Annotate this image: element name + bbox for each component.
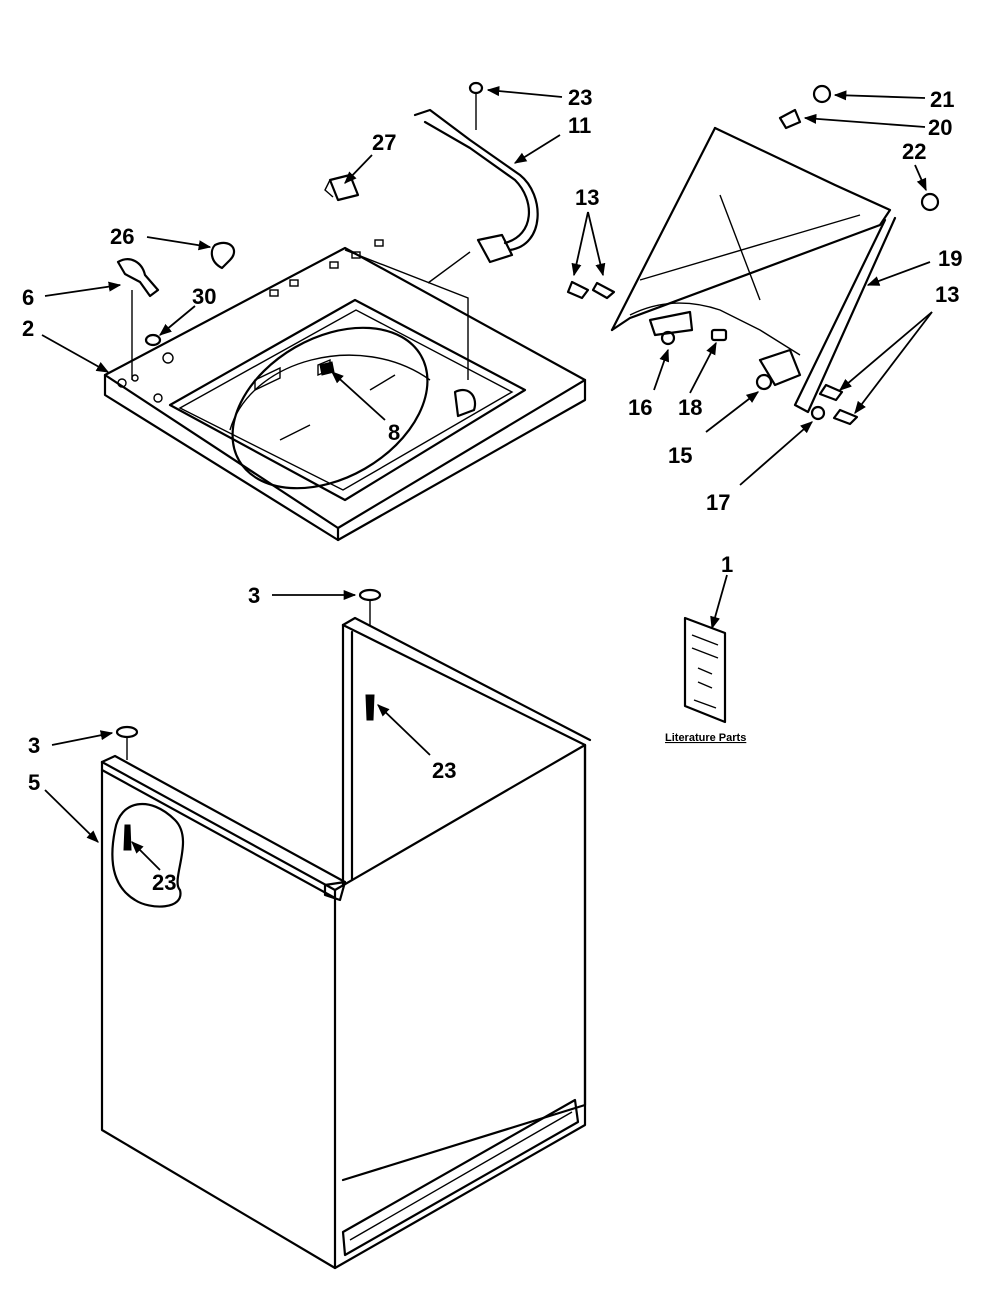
lid-assembly: [566, 84, 940, 426]
callout-3: 3: [28, 733, 40, 758]
callout-23: 23: [432, 758, 456, 783]
callout-6: 6: [22, 285, 34, 310]
leader-lines: [41, 86, 933, 871]
top-panel: [103, 239, 587, 542]
callout-15: 15: [668, 443, 692, 468]
cabinet: [100, 588, 592, 1270]
callout-23: 23: [152, 870, 176, 895]
callout-21: 21: [930, 87, 954, 112]
part-27-clip: [324, 173, 360, 202]
part-30-clip: [144, 333, 162, 347]
callout-22: 22: [902, 139, 926, 164]
callout-1: 1: [721, 552, 733, 577]
callout-11: 11: [568, 113, 591, 138]
callout-19: 19: [938, 246, 962, 271]
callout-18: 18: [678, 395, 702, 420]
callout-13: 13: [935, 282, 959, 307]
callout-labels: 23 11 27 26 6 30 2 8 13 21 20 22 19 13 1…: [22, 85, 962, 895]
callout-17: 17: [706, 490, 730, 515]
literature-parts-label: Literature Parts: [665, 732, 746, 744]
literature-booklet: [683, 616, 727, 724]
callout-20: 20: [928, 115, 952, 140]
callout-5: 5: [28, 770, 40, 795]
callout-2: 2: [22, 316, 34, 341]
callout-26: 26: [110, 224, 134, 249]
part-6-bracket: [116, 258, 160, 380]
callout-8: 8: [388, 420, 400, 445]
callout-16: 16: [628, 395, 652, 420]
callout-13: 13: [575, 185, 599, 210]
callout-27: 27: [372, 130, 396, 155]
wire-harness: [344, 108, 539, 380]
part-26-clip: [210, 241, 236, 270]
part-23-screw-top: [468, 81, 484, 130]
callout-23: 23: [568, 85, 592, 110]
callout-30: 30: [192, 284, 216, 309]
callout-3: 3: [248, 583, 260, 608]
